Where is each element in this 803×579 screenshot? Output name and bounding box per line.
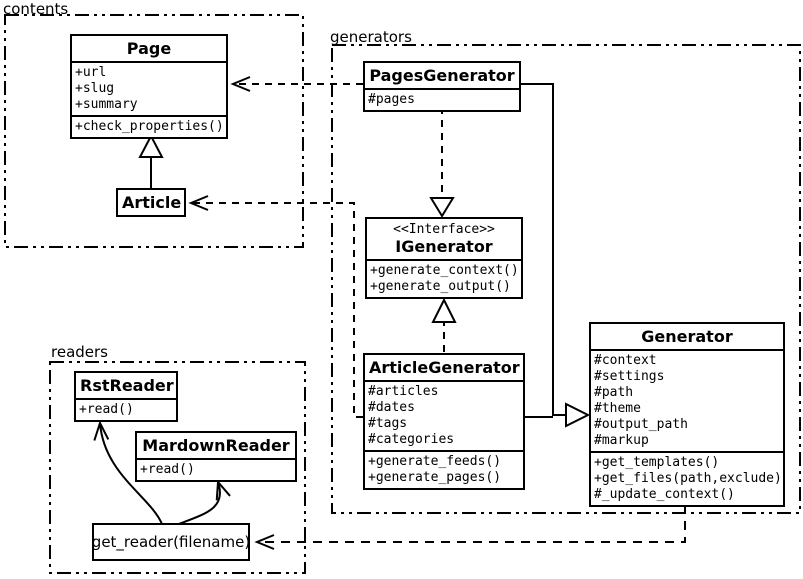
class-page-attributes: +url +slug +summary xyxy=(72,61,226,115)
inheritance-line-pagesgenerator-generator xyxy=(521,83,566,416)
attribute: #categories xyxy=(368,432,455,447)
class-rstreader-title: RstReader xyxy=(80,376,174,395)
method: #_update_context() xyxy=(594,487,735,502)
arrow-getreader-rstreader xyxy=(93,420,163,525)
package-border-readers xyxy=(49,361,306,574)
package-border-generators xyxy=(331,44,801,514)
class-rstreader: RstReader +read() xyxy=(74,371,178,422)
class-pagesgenerator: PagesGenerator #pages xyxy=(363,61,521,112)
method: +generate_pages() xyxy=(368,470,502,485)
attribute: #dates xyxy=(368,400,415,415)
class-articlegenerator: ArticleGenerator #articles #dates #tags … xyxy=(363,353,525,490)
method: +generate_feeds() xyxy=(368,454,502,469)
class-igenerator-methods: +generate_context() +generate_output() xyxy=(367,259,521,297)
class-generator-methods: +get_templates() +get_files(path,exclude… xyxy=(591,451,783,505)
package-label-readers: readers xyxy=(51,343,108,361)
class-articlegenerator-title: ArticleGenerator xyxy=(369,358,520,377)
inheritance-triangle-generator xyxy=(565,402,591,428)
class-igenerator-name: IGenerator xyxy=(395,237,493,256)
class-pagesgenerator-attributes: #pages xyxy=(365,88,519,110)
attribute: #output_path xyxy=(594,417,688,432)
class-generator-title: Generator xyxy=(641,327,733,346)
function-box-get-reader: get_reader(filename) xyxy=(92,523,250,561)
attribute: #path xyxy=(594,385,634,400)
attribute: +slug xyxy=(75,81,115,96)
class-generator-attributes: #context #settings #path #theme #output_… xyxy=(591,349,783,451)
attribute: +url xyxy=(75,65,107,80)
method: +get_templates() xyxy=(594,455,720,470)
realization-triangle-igenerator-bottom xyxy=(431,297,457,323)
attribute: #articles xyxy=(368,384,439,399)
class-mardownreader-methods: +read() xyxy=(137,458,295,480)
dependency-arrow-generator-getreader xyxy=(254,505,686,550)
attribute: #pages xyxy=(368,92,415,107)
method: +generate_context() xyxy=(370,263,519,278)
attribute: +summary xyxy=(75,97,138,112)
class-generator: Generator #context #settings #path #them… xyxy=(589,322,785,507)
class-articlegenerator-methods: +generate_feeds() +generate_pages() xyxy=(365,450,523,488)
method: +read() xyxy=(79,402,134,417)
realization-triangle-igenerator-top xyxy=(429,197,455,218)
package-border-contents xyxy=(4,14,304,248)
method: +read() xyxy=(140,462,195,477)
method: +check_properties() xyxy=(75,119,224,134)
method: +get_files(path,exclude) xyxy=(594,471,782,486)
attribute: #settings xyxy=(594,369,665,384)
class-article-title: Article xyxy=(122,193,182,212)
package-label-generators: generators xyxy=(330,28,412,46)
class-igenerator: <<Interface>> IGenerator +generate_conte… xyxy=(365,217,523,299)
get-reader-label: get_reader(filename) xyxy=(91,533,251,551)
package-label-contents: contents xyxy=(3,0,69,18)
class-page-title: Page xyxy=(126,39,172,58)
dependency-arrow-articlegenerator-article xyxy=(188,195,363,418)
attribute: #theme xyxy=(594,401,641,416)
method: +generate_output() xyxy=(370,279,511,294)
class-pagesgenerator-title: PagesGenerator xyxy=(369,66,515,85)
class-rstreader-methods: +read() xyxy=(76,398,176,420)
class-page: Page +url +slug +summary +check_properti… xyxy=(70,34,228,139)
class-page-methods: +check_properties() xyxy=(72,115,226,137)
class-igenerator-stereotype: <<Interface>> xyxy=(393,222,495,237)
class-mardownreader-title: MardownReader xyxy=(142,436,290,455)
attribute: #context xyxy=(594,353,657,368)
class-article: Article xyxy=(116,188,186,217)
class-igenerator-title: <<Interface>> IGenerator xyxy=(367,219,521,259)
attribute: #markup xyxy=(594,433,649,448)
attribute: #tags xyxy=(368,416,408,431)
class-articlegenerator-attributes: #articles #dates #tags #categories xyxy=(365,380,523,450)
inheritance-triangle-page xyxy=(138,133,164,158)
class-mardownreader: MardownReader +read() xyxy=(135,431,297,482)
arrow-getreader-mardownreader xyxy=(178,479,231,525)
